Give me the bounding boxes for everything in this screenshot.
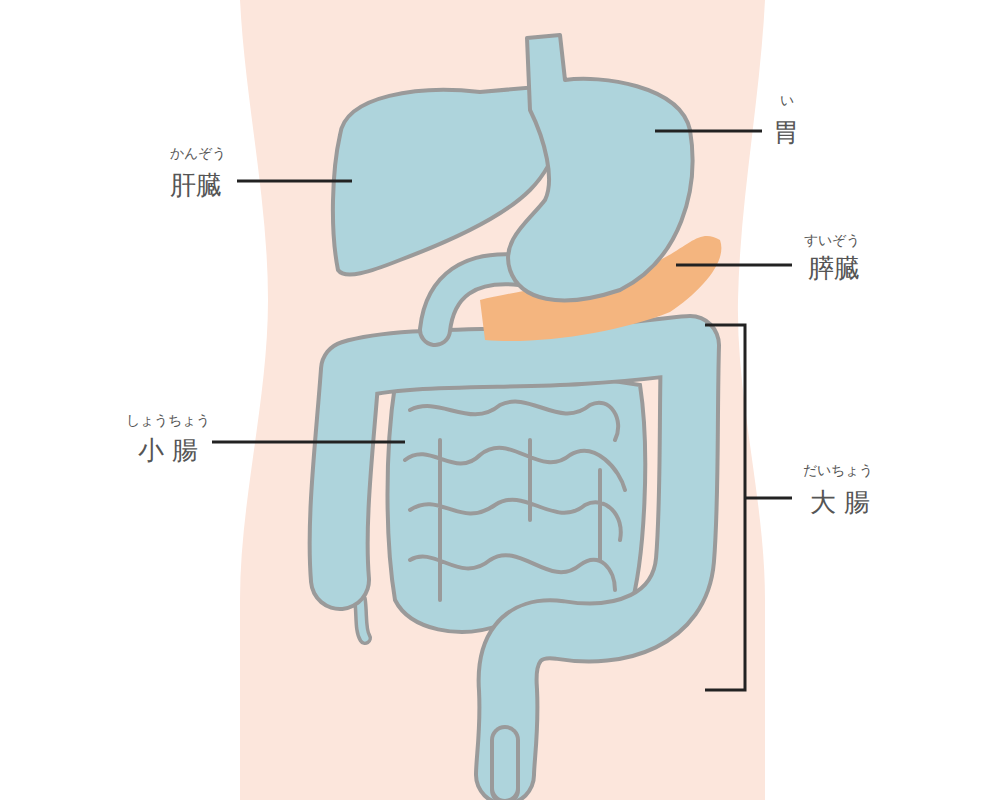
- organ-label: 胃: [773, 119, 799, 145]
- large-intestine: [339, 345, 690, 790]
- organ-label: 大 腸: [810, 489, 870, 515]
- furigana-label: かんぞう: [170, 146, 226, 160]
- small-intestine: [388, 374, 646, 634]
- organ-label: 小 腸: [138, 437, 198, 463]
- organ-label: 肝臓: [170, 172, 222, 198]
- furigana-label: い: [780, 93, 794, 107]
- furigana-label: しょうちょう: [126, 413, 210, 427]
- furigana-label: だいちょう: [803, 463, 873, 477]
- stomach: [508, 35, 692, 300]
- furigana-label: すいぞう: [804, 233, 860, 247]
- body-silhouette: [240, 0, 765, 800]
- organ-label: 膵臓: [808, 255, 860, 281]
- leader-lines: [212, 131, 792, 690]
